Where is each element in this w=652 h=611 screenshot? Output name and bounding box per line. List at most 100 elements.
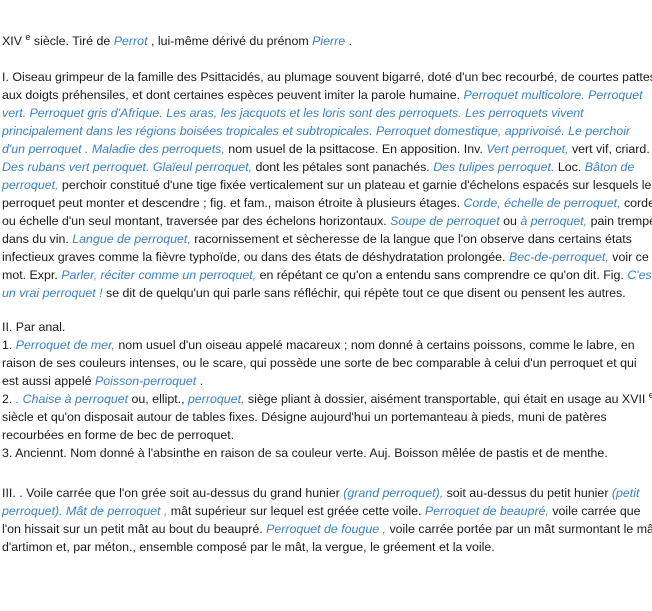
definition-text: soit au-dessus du petit hunier xyxy=(443,486,612,500)
text-line: perroquet, perchoir constitué d'une tige… xyxy=(2,176,652,194)
example-link[interactable]: Perroquet multicolore. Perroquet xyxy=(463,88,643,102)
definition-text: . xyxy=(345,34,353,48)
text-line: est aussi appelé Poisson-perroquet . xyxy=(2,372,650,390)
definition-text: aux doigts préhensiles, et dont certaine… xyxy=(2,88,464,102)
definition-text: siècle et qu'on disposait autour de tabl… xyxy=(2,410,607,424)
definition-text: 2. xyxy=(2,392,16,406)
text-line: siècle et qu'on disposait autour de tabl… xyxy=(2,408,650,426)
example-link[interactable]: Perroquet de fougue , xyxy=(266,522,386,536)
text-line: l'on hissait sur un petit mât au bout du… xyxy=(2,520,652,538)
definition-text: infectieux graves comme la fièvre typhoï… xyxy=(2,250,509,264)
text-line: 3. Anciennt. Nom donné à l'absinthe en r… xyxy=(2,444,650,462)
example-link[interactable]: Langue de perroquet, xyxy=(72,232,191,246)
text-line: 2. . Chaise à perroquet ou, ellipt., per… xyxy=(2,389,652,408)
example-link[interactable]: perroquet, xyxy=(187,392,245,406)
definition-text: voile carrée portée par un mât surmontan… xyxy=(386,522,652,536)
text-line: raison de ses couleurs intenses, ou le s… xyxy=(2,354,650,372)
text-line: perroquet peut monter et descendre ; fig… xyxy=(2,194,652,212)
example-link[interactable]: C'est xyxy=(627,268,652,282)
definition-text: , lui-même dérivé du prénom xyxy=(147,34,313,48)
text-line: infectieux graves comme la fièvre typhoï… xyxy=(2,248,650,266)
definition-text: II. Par anal. xyxy=(2,320,66,334)
sense-3-paragraph: III. . Voile carrée que l'on grée soit a… xyxy=(2,484,652,556)
text-line: 1. Perroquet de mer, nom usuel d'un oise… xyxy=(2,336,650,354)
example-link[interactable]: Soupe de perroquet xyxy=(390,214,500,228)
text-line: mot. Expr. Parler, réciter comme un perr… xyxy=(2,266,652,284)
example-link[interactable]: un vrai perroquet ! xyxy=(2,286,103,300)
example-link[interactable]: principalement dans les régions boisées … xyxy=(2,124,631,138)
definition-text: ou, ellipt., xyxy=(128,392,188,406)
example-link[interactable]: Perrot xyxy=(113,34,148,48)
text-line: un vrai perroquet ! se dit de quelqu'un … xyxy=(2,284,650,302)
definition-text: 3. Anciennt. Nom donné à l'absinthe en r… xyxy=(2,446,608,460)
definition-text: siège pliant à dossier, aisément transpo… xyxy=(244,392,649,406)
example-link[interactable]: Bâton de xyxy=(584,160,635,174)
definition-text: ou échelle d'un seul montant, traversée … xyxy=(2,214,391,228)
text-line: vert. Perroquet gris d'Afrique. Les aras… xyxy=(2,104,650,122)
text-line: recourbées en forme de bec de perroquet. xyxy=(2,426,650,444)
definition-text: racornissement et sècheresse de la langu… xyxy=(190,232,632,246)
definition-text: l'on hissait sur un petit mât au bout du… xyxy=(2,522,267,536)
definition-text: vert vif, criard. xyxy=(568,142,650,156)
definition-text: d'artimon et, par méton., ensemble compo… xyxy=(2,540,495,554)
text-line: ou échelle d'un seul montant, traversée … xyxy=(2,212,652,230)
definition-text: nom usuel d'un oiseau appelé macareux ; … xyxy=(114,338,635,352)
text-line: II. Par anal. xyxy=(2,318,650,336)
example-link[interactable]: vert. Perroquet gris d'Afrique. Les aras… xyxy=(2,106,584,120)
definition-text: dont les pétales sont panachés. xyxy=(252,160,434,174)
definition-text: en répétant ce qu'on a entendu sans comp… xyxy=(256,268,628,282)
sense-2-paragraph: II. Par anal. 1. Perroquet de mer, nom us… xyxy=(2,318,652,462)
example-link[interactable]: Poisson-perroquet xyxy=(95,374,197,388)
example-link[interactable]: Des rubans vert perroquet. Glaïeul perro… xyxy=(2,160,253,174)
example-link[interactable]: à perroquet, xyxy=(520,214,588,228)
sense-1-paragraph: I. Oiseau grimpeur de la famille des Psi… xyxy=(2,68,652,302)
example-link[interactable]: . Chaise à perroquet xyxy=(15,392,129,406)
example-link[interactable]: Perroquet de mer, xyxy=(15,338,115,352)
definition-text: dans du vin. xyxy=(2,232,73,246)
definition-text: ou xyxy=(499,214,521,228)
text-line: III. . Voile carrée que l'on grée soit a… xyxy=(2,484,650,502)
definition-text: mot. Expr. xyxy=(2,268,62,282)
definition-text: recourbées en forme de bec de perroquet. xyxy=(2,428,235,442)
text-line: dans du vin. Langue de perroquet, racorn… xyxy=(2,230,650,248)
example-link[interactable]: (grand perroquet), xyxy=(343,486,444,500)
definition-text: perroquet peut monter et descendre ; fig… xyxy=(2,196,464,210)
definition-text: se dit de quelqu'un qui parle sans réflé… xyxy=(102,286,626,300)
text-line: perroquet). Mât de perroquet , mât supér… xyxy=(2,502,650,520)
text-line: d'artimon et, par méton., ensemble compo… xyxy=(2,538,650,556)
definition-text: siècle. Tiré de xyxy=(30,34,114,48)
example-link[interactable]: Pierre xyxy=(312,34,346,48)
definition-text: Loc. xyxy=(554,160,585,174)
example-link[interactable]: Des tulipes perroquet. xyxy=(433,160,555,174)
example-link[interactable]: Bec-de-perroquet, xyxy=(508,250,609,264)
definition-text: perchoir constitué d'une tige fixée vert… xyxy=(58,178,652,192)
example-link[interactable]: Vert perroquet, xyxy=(486,142,569,156)
definition-text: 1. xyxy=(2,338,16,352)
definition-text: corde xyxy=(620,196,652,210)
definition-text: nom usuel de la psittacose. En appositio… xyxy=(224,142,487,156)
definition-text: . xyxy=(196,374,204,388)
definition-text: I. Oiseau grimpeur de la famille des Psi… xyxy=(2,70,652,84)
text-line: principalement dans les régions boisées … xyxy=(2,122,650,140)
example-link[interactable]: perroquet, xyxy=(2,178,59,192)
example-link[interactable]: (petit xyxy=(611,486,640,500)
text-line: XIV e siècle. Tiré de Perrot , lui-même … xyxy=(2,32,650,50)
text-line: I. Oiseau grimpeur de la famille des Psi… xyxy=(2,68,652,86)
definition-text: III. . Voile carrée que l'on grée soit a… xyxy=(2,486,344,500)
definition-text: XIV xyxy=(2,34,26,48)
definition-text: est aussi appelé xyxy=(2,374,95,388)
example-link[interactable]: d'un perroquet . Maladie des perroquets, xyxy=(2,142,225,156)
example-link[interactable]: Parler, réciter comme un perroquet, xyxy=(61,268,257,282)
example-link[interactable]: perroquet). Mât de perroquet , xyxy=(2,504,168,518)
superscript: e xyxy=(648,389,652,400)
text-line: aux doigts préhensiles, et dont certaine… xyxy=(2,86,650,104)
example-link[interactable]: Corde, échelle de perroquet, xyxy=(463,196,621,210)
definition-text: pain trempé xyxy=(587,214,652,228)
etymology-paragraph: XIV e siècle. Tiré de Perrot , lui-même … xyxy=(2,32,650,50)
text-line: d'un perroquet . Maladie des perroquets,… xyxy=(2,140,650,158)
definition-text: raison de ses couleurs intenses, ou le s… xyxy=(2,356,637,370)
superscript: e xyxy=(25,31,31,42)
definition-text: voir ce xyxy=(608,250,649,264)
example-link[interactable]: Perroquet de beaupré, xyxy=(424,504,549,518)
definition-text: voile carrée que xyxy=(548,504,641,518)
